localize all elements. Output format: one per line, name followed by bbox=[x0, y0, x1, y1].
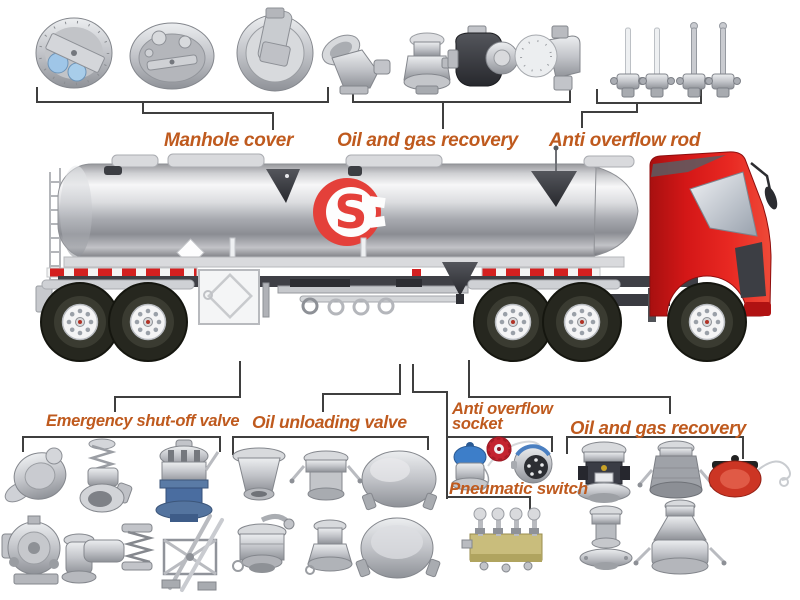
connector-emergency-shutoff bbox=[114, 361, 241, 412]
manhole-cover-oval-icon bbox=[129, 22, 215, 90]
shutoff-valve-blue-icon bbox=[155, 439, 220, 522]
label-pneumatic-switch: Pneumatic switch bbox=[449, 479, 588, 498]
manhole-cover-bolted-icon bbox=[35, 17, 113, 89]
unloading-cone-coupling-icon bbox=[232, 447, 286, 501]
unloading-adapter-icon bbox=[305, 519, 353, 575]
label-anti-overflow-rod: Anti overflow rod bbox=[549, 130, 701, 151]
anti-overflow-rods-icon bbox=[610, 22, 741, 98]
tanker-logo: S bbox=[313, 178, 386, 246]
cab-window bbox=[689, 171, 758, 237]
bracket-anti-overflow-rod bbox=[581, 89, 702, 128]
shutoff-valve-round-icon bbox=[4, 447, 67, 503]
manhole-cover-latch-icon bbox=[236, 7, 314, 92]
label-manhole-cover: Manhole cover bbox=[164, 130, 294, 151]
connector-oil-unloading bbox=[322, 364, 401, 412]
unloading-disc-cap-icon bbox=[355, 517, 441, 579]
tank-vent-funnels bbox=[104, 145, 577, 207]
shutoff-pump-icon bbox=[1, 515, 61, 585]
dial-socket-icon bbox=[511, 444, 553, 484]
bracket-emergency-shutoff bbox=[22, 436, 221, 452]
vapor-valve-icon bbox=[403, 32, 455, 95]
unloading-dome-cap-icon bbox=[361, 450, 438, 511]
breather-valve-icon bbox=[321, 34, 391, 95]
reflective-stripe-left bbox=[46, 267, 198, 278]
pneumatic-manifold-icon bbox=[461, 507, 543, 573]
recovery-flanged-adapter-icon bbox=[579, 505, 633, 570]
label-oil-gas-recovery-top: Oil and gas recovery bbox=[337, 130, 518, 151]
side-mirror bbox=[764, 186, 778, 210]
label-oil-unloading-valve: Oil unloading valve bbox=[252, 412, 407, 432]
shutoff-lever-icon bbox=[161, 514, 224, 592]
tank-top-hatches bbox=[111, 153, 635, 168]
bracket-manhole-cover bbox=[36, 87, 329, 130]
recovery-coupler-red-icon bbox=[708, 455, 791, 498]
cab-door-panel bbox=[735, 242, 766, 298]
logo-letter: S bbox=[334, 185, 367, 239]
tank-skirt-rail bbox=[63, 256, 625, 268]
label-emergency-shut-off-valve: Emergency shut-off valve bbox=[46, 412, 240, 430]
under-tank-piping bbox=[277, 262, 478, 316]
bracket-oil-unloading bbox=[232, 436, 429, 455]
connector-oil-gas-recovery-bottom bbox=[468, 360, 671, 414]
vapor-recovery-valve-flanged-icon bbox=[514, 25, 581, 91]
recovery-adapter-icon bbox=[577, 441, 631, 503]
bracket-oil-gas-recovery-bottom bbox=[566, 436, 744, 459]
red-knob-icon bbox=[486, 436, 512, 462]
unloading-camlock-icon bbox=[289, 450, 363, 501]
label-oil-gas-recovery-bottom: Oil and gas recovery bbox=[570, 417, 747, 438]
toolbox bbox=[198, 269, 260, 325]
recovery-reducer-icon bbox=[633, 499, 727, 575]
reflective-stripe-right bbox=[481, 267, 601, 278]
bracket-oil-gas-recovery-top bbox=[352, 87, 571, 129]
shutoff-elbow-icon bbox=[61, 523, 155, 584]
truck-cab bbox=[649, 151, 778, 317]
label-anti-overflow-socket: Anti overflow socket bbox=[452, 400, 553, 433]
blue-socket-icon bbox=[451, 440, 542, 491]
tanker-truck-illustration: S bbox=[35, 145, 778, 362]
vapor-recovery-valve-dark-icon bbox=[447, 25, 519, 87]
unloading-handle-coupling-icon bbox=[232, 514, 295, 573]
recovery-camlock-gray-icon bbox=[637, 440, 715, 499]
connector-pneumatic-and-socket bbox=[412, 364, 553, 514]
chassis-frame bbox=[58, 276, 698, 287]
shutoff-valve-spring-icon bbox=[79, 438, 133, 513]
